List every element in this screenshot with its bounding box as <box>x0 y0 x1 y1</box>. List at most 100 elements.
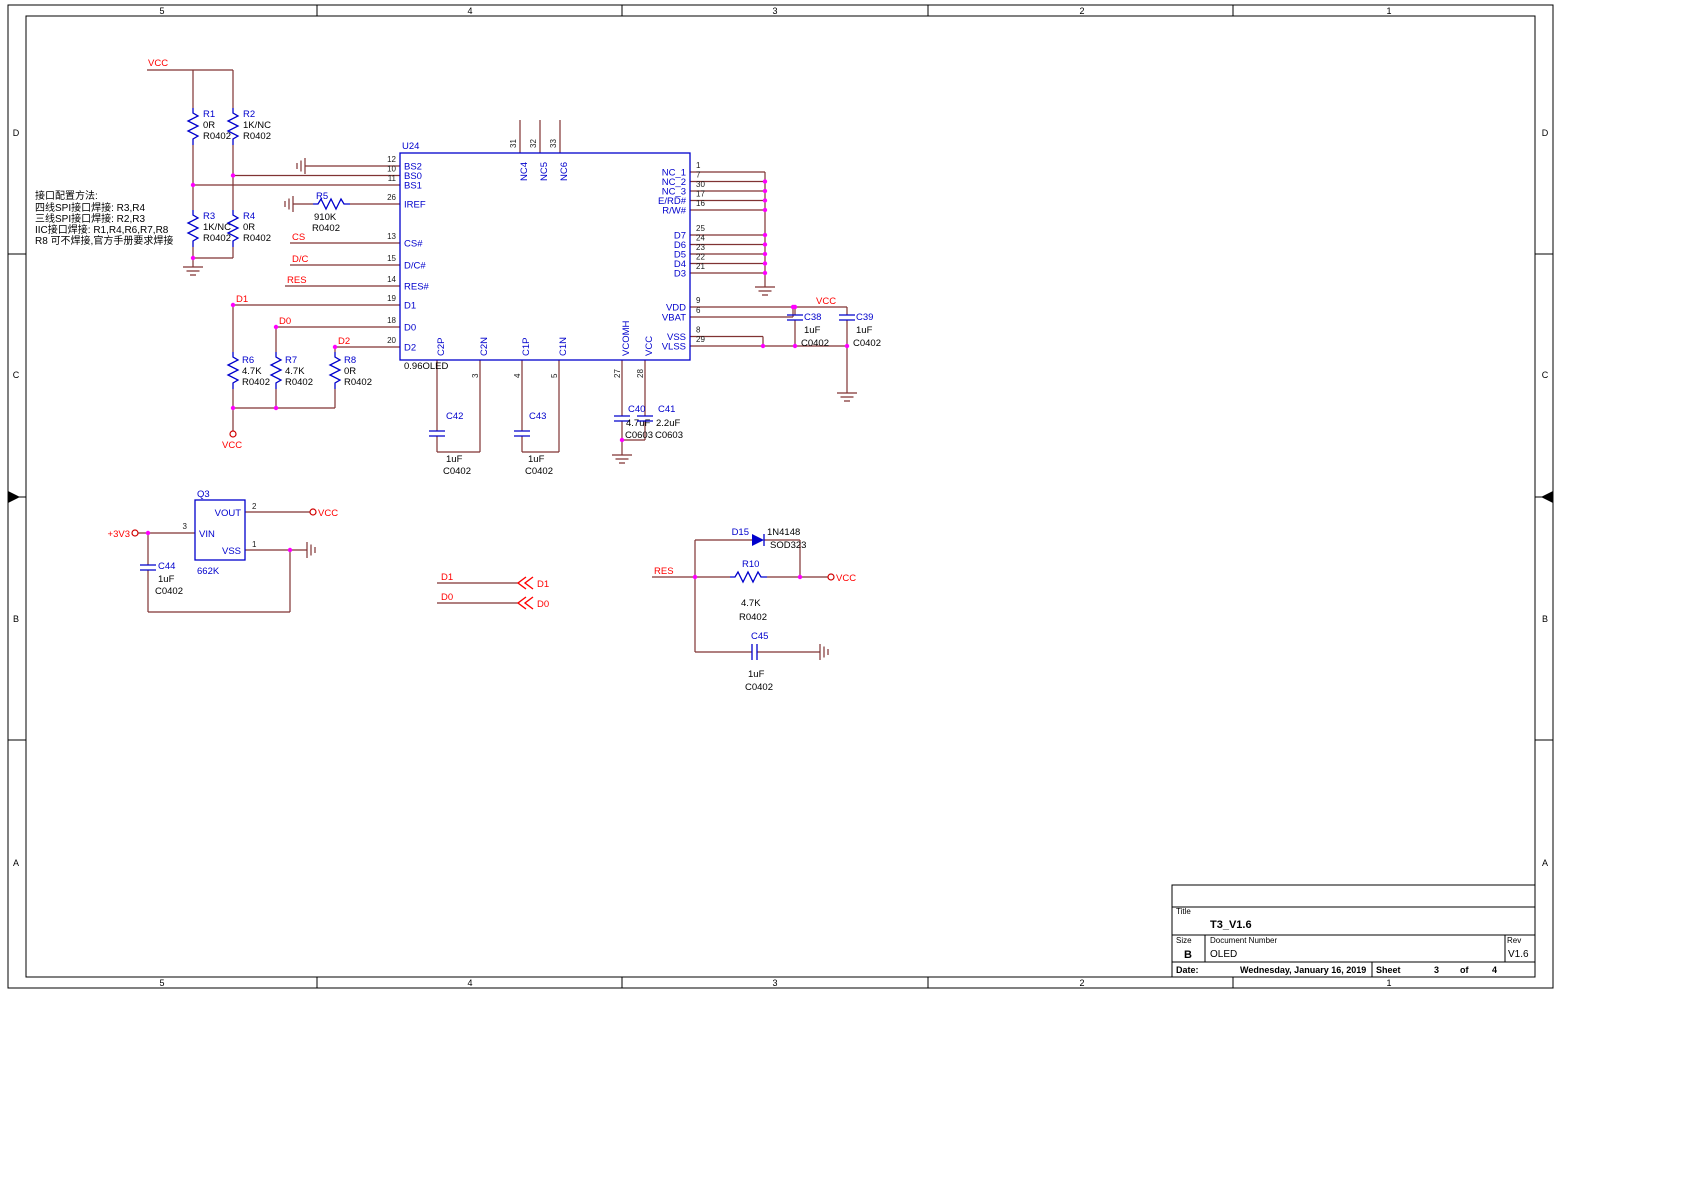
part-value: 0R <box>203 120 215 131</box>
pin-name: C1N <box>558 337 569 356</box>
part-value: 4.7K <box>242 366 262 377</box>
pin-number: 4 <box>513 373 522 378</box>
size-label: Size <box>1176 936 1192 945</box>
frame-row-label: A <box>13 858 19 868</box>
frame-col-label: 3 <box>772 6 777 16</box>
pin-number: 26 <box>387 193 396 202</box>
net-label-d0: D0 <box>441 592 453 603</box>
net-label-d0: D0 <box>279 316 291 327</box>
part-ref: R2 <box>243 109 255 120</box>
junction-dot <box>145 530 151 536</box>
pin-number: 28 <box>636 369 645 378</box>
note-line: 四线SPI接口焊接: R3,R4 <box>35 201 145 214</box>
border-inner <box>25 15 1536 978</box>
ground-icon <box>284 195 299 213</box>
power-node-icon <box>827 573 835 581</box>
net-label-vcc: VCC <box>148 58 168 69</box>
frame-col-label: 4 <box>467 6 472 16</box>
part-footprint: C0402 <box>155 586 183 597</box>
part-value: 0R <box>344 366 356 377</box>
pin-number: 31 <box>509 139 518 148</box>
part-ref: C39 <box>856 312 873 323</box>
docnum-label: Document Number <box>1210 936 1277 945</box>
resistor-icon <box>187 107 199 146</box>
pin-name: D5 <box>674 250 686 261</box>
junction-dot <box>792 343 798 349</box>
pin-number: 29 <box>696 335 705 344</box>
junction-dot <box>762 242 768 247</box>
part-ref: R3 <box>203 211 215 222</box>
part-value: 2.2uF <box>656 418 680 429</box>
resistor-icon <box>187 209 199 248</box>
junction-dot <box>762 179 768 184</box>
capacitor-icon <box>614 415 630 422</box>
ic-body <box>399 152 691 361</box>
wire <box>652 539 828 653</box>
ground-icon <box>836 387 858 402</box>
junction-dot <box>762 232 768 238</box>
regulator-q3: Q3 VOUT VIN VSS 662K 2 3 1 <box>183 489 257 577</box>
pin-number: 12 <box>387 155 396 164</box>
regulator-body <box>194 499 246 561</box>
power-node-icon <box>131 529 139 537</box>
part-footprint: C0402 <box>443 466 471 477</box>
sheet-label: Sheet <box>1376 965 1401 975</box>
frame-row-label: A <box>1542 858 1548 868</box>
junction-dots <box>145 173 850 580</box>
net-label-vcc: VCC <box>836 573 856 584</box>
ground-icon <box>182 261 204 276</box>
capacitor-icon <box>787 314 803 321</box>
resistor-r10: R10 4.7K R0402 <box>729 559 768 623</box>
resistor-r5: R5 910K R0402 <box>312 191 351 234</box>
resistor-r4: R4 0R R0402 <box>227 209 271 248</box>
ic-u24: U24 0.96OLED BS2 BS0 BS1 IREF CS# D/C# R… <box>387 139 705 378</box>
sheet-total: 4 <box>1492 965 1497 975</box>
part-ref: D15 <box>732 527 749 538</box>
pin-number: 3 <box>183 522 188 531</box>
part-ref: C42 <box>446 411 463 422</box>
pin-name: VLSS <box>662 342 686 353</box>
ground-icon <box>814 643 829 661</box>
net-label-3v3: +3V3 <box>108 529 130 540</box>
pin-name: VIN <box>199 529 215 540</box>
capacitor-icon <box>140 564 156 571</box>
pin-number: 9 <box>696 296 701 305</box>
resistor-r2: R2 1K/NC R0402 <box>227 107 271 146</box>
note-line: 接口配置方法: <box>35 189 98 202</box>
pin-name: VSS <box>222 546 241 557</box>
part-ref: C40 <box>628 404 645 415</box>
pin-number: 27 <box>613 369 622 378</box>
pin-name: VCOMH <box>621 321 632 357</box>
pin-name: R/W# <box>662 206 686 217</box>
diode-d15: D15 1N4148 SOD323 <box>732 527 807 551</box>
frame-col-label: 4 <box>467 978 472 988</box>
pin-name: D1 <box>404 301 416 312</box>
capacitor-c44: C44 1uF C0402 <box>140 561 183 597</box>
pin-name: NC6 <box>559 162 570 181</box>
pin-number: 21 <box>696 262 705 271</box>
pin-number: 19 <box>387 294 396 303</box>
frame-col-label: 5 <box>159 978 164 988</box>
pin-number: 10 <box>387 165 396 174</box>
ic-ref: U24 <box>402 141 419 152</box>
part-ref: C44 <box>158 561 175 572</box>
sheet-number: 3 <box>1434 965 1439 975</box>
frame-col-label: 2 <box>1079 6 1084 16</box>
junction-dot <box>190 182 196 188</box>
sheet-of-label: of <box>1460 965 1469 975</box>
part-value: 4.7K <box>285 366 305 377</box>
pin-name: E/RD# <box>658 196 687 207</box>
junction-dot <box>230 173 236 178</box>
pin-number: 14 <box>387 275 396 284</box>
net-label-d1: D1 <box>537 579 549 590</box>
junction-dot <box>273 324 279 330</box>
junction-dot <box>762 261 768 266</box>
pin-name: NC4 <box>519 162 530 181</box>
part-value: 1K/NC <box>243 120 271 131</box>
pin-name: C2N <box>479 337 490 356</box>
size-value: B <box>1184 949 1192 961</box>
part-value: 1uF <box>748 669 765 680</box>
capacitor-c43: C43 1uF C0402 <box>514 411 553 477</box>
title-block: Title T3_V1.6 Size B Document Number OLE… <box>1171 884 1536 978</box>
pin-name: D6 <box>674 240 686 251</box>
